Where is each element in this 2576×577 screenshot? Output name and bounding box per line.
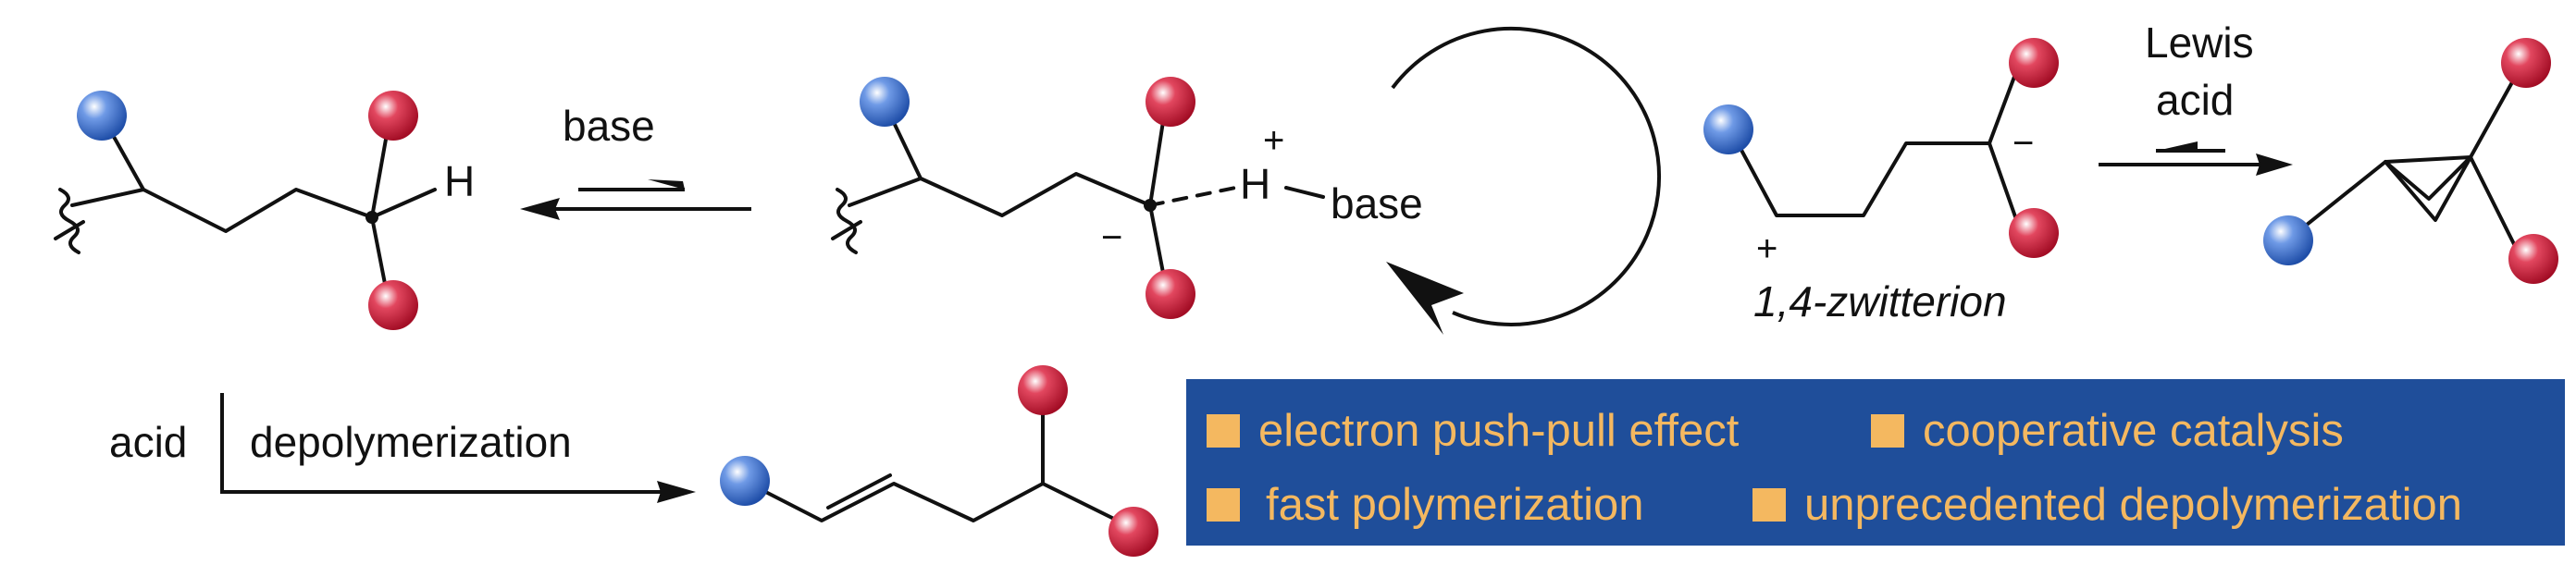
zwitterion-caption: 1,4-zwitterion bbox=[1753, 277, 2007, 325]
acceptor-sphere bbox=[1146, 269, 1195, 319]
acceptor-sphere bbox=[2501, 38, 2551, 88]
feature-panel: electron push-pull effect cooperative ca… bbox=[1186, 379, 2565, 546]
cycle-arrow bbox=[1386, 26, 1662, 335]
lewis-acid-equilibrium: Lewis acid bbox=[2099, 18, 2293, 176]
acceptor-sphere bbox=[1146, 77, 1195, 127]
depolymerization-arrow: acid depolymerization bbox=[109, 393, 696, 503]
feature-label: unprecedented depolymerization bbox=[1804, 480, 2462, 530]
h-plus-charge: + bbox=[1263, 120, 1284, 161]
feature-item: unprecedented depolymerization bbox=[1752, 479, 2462, 531]
lewis-reagent-label-line2: acid bbox=[2156, 76, 2234, 124]
carbanion-intermediate: H + base − bbox=[831, 77, 1423, 319]
lewis-reagent-label-line1: Lewis bbox=[2145, 18, 2254, 67]
bullet-square bbox=[1207, 414, 1240, 448]
feature-item: cooperative catalysis bbox=[1871, 405, 2344, 457]
acceptor-sphere bbox=[368, 280, 418, 330]
acceptor-sphere bbox=[1018, 365, 1068, 415]
donor-sphere bbox=[860, 77, 910, 127]
feature-item: fast polymerization bbox=[1207, 479, 1644, 531]
deprotonation-equilibrium: base bbox=[520, 102, 751, 220]
acceptor-sphere bbox=[368, 91, 418, 141]
acceptor-sphere bbox=[2009, 208, 2059, 258]
anion-charge: − bbox=[2012, 123, 2034, 164]
bullet-square bbox=[1207, 488, 1240, 522]
carbanion-charge: − bbox=[1101, 217, 1122, 258]
hydrogen-label: H bbox=[1240, 160, 1270, 208]
feature-label: fast polymerization bbox=[1266, 480, 1644, 530]
polymer-segment: H bbox=[54, 91, 475, 330]
feature-item: electron push-pull effect bbox=[1207, 405, 1739, 457]
acceptor-sphere bbox=[2009, 38, 2059, 88]
bullet-square bbox=[1871, 414, 1904, 448]
donor-sphere bbox=[720, 456, 770, 506]
base-reagent-label: base bbox=[563, 102, 655, 150]
donor-sphere bbox=[77, 91, 127, 141]
acceptor-sphere bbox=[1108, 507, 1158, 557]
zwitterion: − + 1,4-zwitterion bbox=[1703, 38, 2059, 325]
depolymerization-label: depolymerization bbox=[250, 418, 572, 466]
alkene-product bbox=[720, 365, 1158, 557]
acceptor-sphere bbox=[2508, 234, 2558, 284]
acid-reagent-label: acid bbox=[109, 418, 187, 466]
bullet-square bbox=[1752, 488, 1786, 522]
bicyclobutane bbox=[2263, 38, 2558, 284]
feature-label: electron push-pull effect bbox=[1258, 406, 1740, 456]
hydrogen-label: H bbox=[444, 157, 475, 205]
cation-charge: + bbox=[1756, 228, 1777, 269]
base-partner-label: base bbox=[1331, 179, 1423, 227]
donor-sphere bbox=[1703, 104, 1753, 154]
feature-label: cooperative catalysis bbox=[1923, 406, 2344, 456]
donor-sphere bbox=[2263, 215, 2313, 265]
